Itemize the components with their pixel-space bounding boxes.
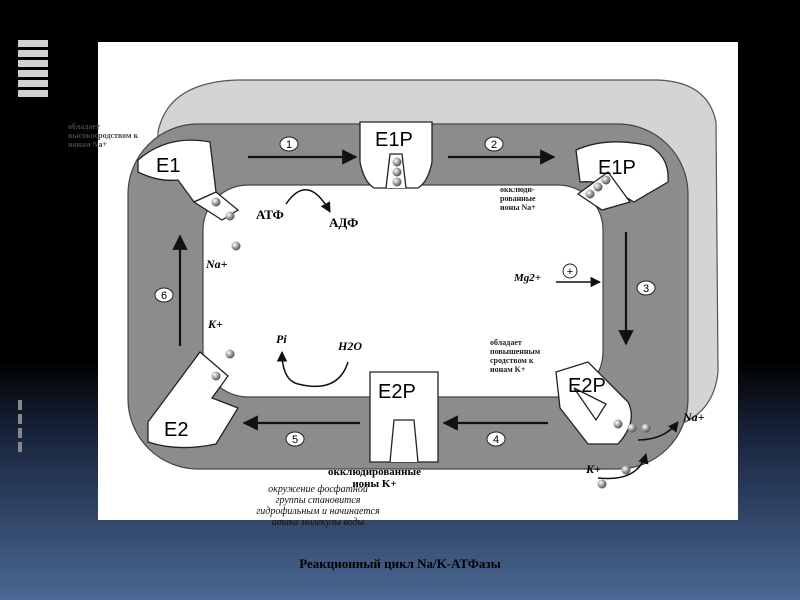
na-out-arrow (637, 421, 679, 441)
atf-label: АТФ (256, 207, 284, 222)
plus-sign: + (567, 266, 573, 278)
diagram-figure: E1 E1P E1P E2P (98, 42, 738, 528)
cycle-diagram: E1 E1P E1P E2P (127, 79, 719, 489)
protein-e1p-top: E1P (359, 121, 433, 189)
h2o-pi-arrow (276, 350, 349, 388)
pi-label: Pi (276, 332, 287, 346)
h2o-label: H2O (338, 339, 362, 353)
state-label-e2p-right: E2P (568, 375, 606, 397)
mg-label: Mg2+ (514, 272, 542, 284)
state-label-e2-bottom: E2 (164, 419, 188, 441)
slide-caption: Реакционный цикл Na/K-АТФазы (299, 556, 501, 571)
na-left-label: Na+ (206, 257, 228, 271)
step-number-6: 6 (161, 290, 167, 302)
protein-e2p-right: E2P (555, 361, 651, 489)
protein-e1p-right: E1P (575, 141, 669, 211)
k-left-label: K+ (208, 317, 223, 331)
step-number-5: 5 (292, 434, 298, 446)
protein-e1-top-left: E1 (137, 139, 241, 251)
protein-e2p-bottom: E2P (369, 371, 439, 463)
plus-icon (562, 263, 578, 279)
k-out-label: K+ (586, 462, 601, 476)
state-label-e1p-top: E1P (375, 129, 413, 151)
protein-e2-bottom-left: E2 (147, 349, 239, 449)
decorative-bars (18, 400, 32, 456)
adf-label: АДФ (329, 215, 359, 230)
state-label-e2p-bottom: E2P (378, 381, 416, 403)
na-out-label: Na+ (683, 410, 705, 424)
decorative-lines (18, 40, 48, 110)
step-number-1: 1 (286, 139, 292, 151)
state-label-e1p-right: E1P (598, 157, 636, 179)
step-number-2: 2 (491, 139, 497, 151)
step-number-3: 3 (643, 283, 649, 295)
k-in-arrow (597, 452, 649, 480)
step-number-4: 4 (493, 434, 499, 446)
state-label-e1-top: E1 (156, 155, 180, 177)
atf-to-adf-arrow (285, 189, 331, 213)
